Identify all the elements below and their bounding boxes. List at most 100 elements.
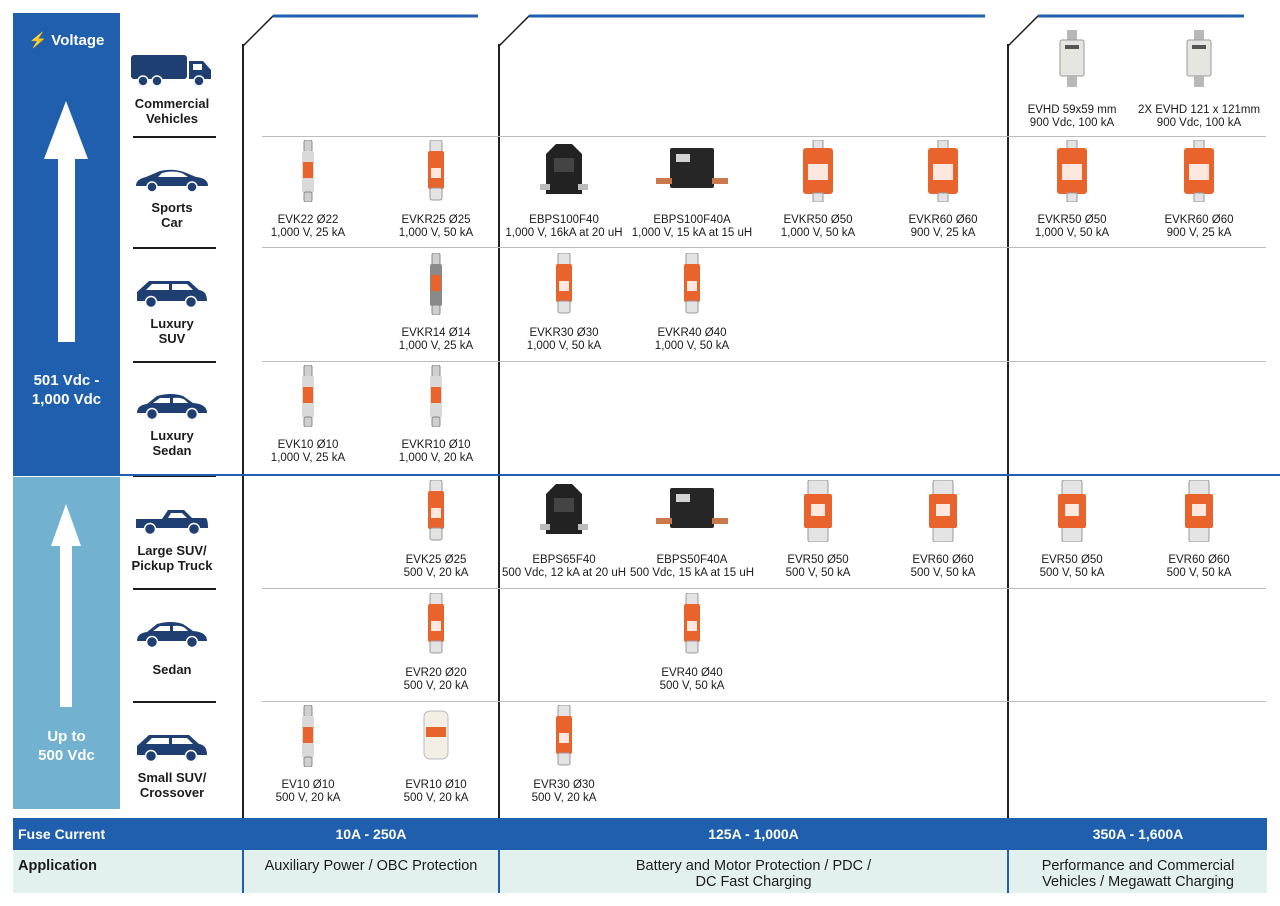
vehicle-row-header: Large SUV/ Pickup Truck <box>124 505 220 573</box>
fuse-name: EVR50 Ø50 <box>787 554 849 566</box>
fuse-image <box>1134 30 1264 92</box>
grid-divider <box>1007 44 1009 818</box>
fuse-rating: 1,000 V, 15 kA at 15 uH <box>631 227 753 239</box>
fuse-rating: 1,000 V, 25 kA <box>270 452 346 464</box>
fuse-rating: 500 V, 50 kA <box>785 567 851 579</box>
sedan-icon <box>124 618 220 650</box>
fuse-rating: 500 V, 50 kA <box>1166 567 1232 579</box>
application-band <box>13 850 1267 893</box>
vehicle-row-header: Luxury Sedan <box>124 390 220 458</box>
fuse-name: EVR60 Ø60 <box>1168 554 1230 566</box>
fuse-name: EVR30 Ø30 <box>533 779 595 791</box>
application-label: Application <box>18 858 97 874</box>
fuse-rating: 500 V, 20 kA <box>403 567 469 579</box>
fuse-image <box>1007 479 1137 543</box>
fuse-name: EVR60 Ø60 <box>912 554 974 566</box>
fuse-image <box>627 480 757 542</box>
lightning-icon: ⚡ <box>28 32 48 49</box>
fuse-image <box>243 704 373 768</box>
fuse-image <box>371 252 501 316</box>
vehicle-row-header: Sedan <box>124 618 220 677</box>
fuse-rating: 1,000 V, 20 kA <box>398 452 474 464</box>
fuse-name: 2X EVHD 121 x 121mm <box>1137 104 1261 116</box>
fuse-image <box>627 592 757 655</box>
vehicle-label: Luxury Sedan <box>150 428 194 458</box>
fuse-rating: 1,000 V, 50 kA <box>526 340 602 352</box>
fuse-image <box>499 704 629 767</box>
fuse-image <box>371 364 501 428</box>
fuse-current-label: Fuse Current <box>18 826 106 842</box>
fuse-image <box>1007 139 1137 203</box>
fuse-name: EVKR25 Ø25 <box>401 214 471 226</box>
vehicle-label: Commercial Vehicles <box>134 96 210 126</box>
fuse-name: EVKR60 Ø60 <box>1164 214 1234 226</box>
application-value: Performance and Commercial Vehicles / Me… <box>1041 858 1235 890</box>
fuse-rating: 500 V, 20 kA <box>403 792 469 804</box>
voltage-range-high: 501 Vdc - 1,000 Vdc <box>31 372 102 408</box>
fuse-rating: 1,000 V, 50 kA <box>780 227 856 239</box>
fuse-rating: 500 V, 50 kA <box>910 567 976 579</box>
fuse-rating: 500 V, 50 kA <box>659 680 725 692</box>
fuse-image <box>499 252 629 315</box>
fuse-name: EVKR14 Ø14 <box>401 327 471 339</box>
voltage-separator <box>13 474 1280 476</box>
fuse-rating: 500 V, 50 kA <box>1039 567 1105 579</box>
grid-divider <box>242 44 244 818</box>
fuse-rating: 1,000 V, 25 kA <box>270 227 346 239</box>
vehicle-row-header: Sports Car <box>124 164 220 230</box>
suv-icon <box>124 276 220 310</box>
fuse-rating: 500 Vdc, 15 kA at 15 uH <box>629 567 755 579</box>
fuse-rating: 1,000 V, 25 kA <box>398 340 474 352</box>
fuse-image <box>627 252 757 315</box>
fuse-name: EBPS100F40 <box>529 214 599 226</box>
fuse-name: EVKR50 Ø50 <box>783 214 853 226</box>
fuse-rating: 1,000 V, 16kA at 20 uH <box>505 227 623 239</box>
up-arrow-icon <box>44 101 88 159</box>
fuse-image <box>753 479 883 543</box>
fuse-image <box>627 140 757 202</box>
truck-icon <box>124 52 220 88</box>
fuse-name: EVKR30 Ø30 <box>529 327 599 339</box>
fuse-image <box>753 139 883 203</box>
fuse-rating: 1,000 V, 50 kA <box>1034 227 1110 239</box>
vehicle-row-header: Commercial Vehicles <box>124 52 220 126</box>
fuse-image <box>371 479 501 542</box>
fuse-rating: 1,000 V, 50 kA <box>654 340 730 352</box>
fuse-image <box>1007 30 1137 92</box>
fuse-rating: 500 V, 20 kA <box>275 792 341 804</box>
fuse-current-band <box>13 818 1267 850</box>
fuse-current-range: 350A - 1,600A <box>1092 826 1184 842</box>
fuse-rating: 500 Vdc, 12 kA at 20 uH <box>501 567 627 579</box>
fuse-image <box>878 139 1008 203</box>
fuse-name: EV10 Ø10 <box>281 779 335 791</box>
fuse-name: EBPS100F40A <box>653 214 731 226</box>
fuse-current-range: 125A - 1,000A <box>708 826 799 842</box>
voltage-bar-high: ⚡Voltage 501 Vdc - 1,000 Vdc <box>13 13 120 475</box>
up-arrow-icon <box>51 504 81 546</box>
fuse-rating: 500 V, 20 kA <box>531 792 597 804</box>
vehicle-label: Luxury SUV <box>150 316 194 346</box>
fuse-name: EVR10 Ø10 <box>405 779 467 791</box>
fuse-name: EBPS65F40 <box>532 554 596 566</box>
fuse-name: EVR20 Ø20 <box>405 667 467 679</box>
suv-icon <box>124 730 220 764</box>
fuse-image <box>371 139 501 202</box>
fuse-image <box>243 364 373 428</box>
fuse-name: EVHD 59x59 mm <box>1027 104 1117 116</box>
fuse-name: EVKR10 Ø10 <box>401 439 471 451</box>
